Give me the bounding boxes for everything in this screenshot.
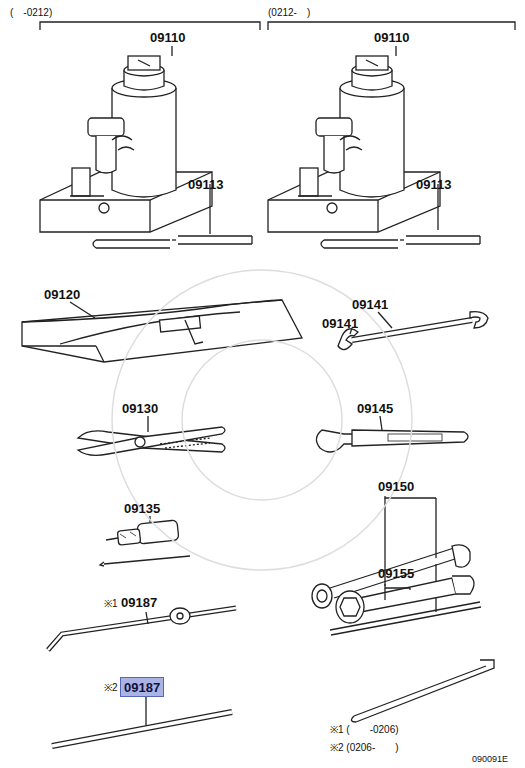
part-number: 09110 (374, 30, 409, 45)
note-text: (0212- ) (268, 5, 310, 20)
part-number: 09141 (322, 316, 358, 331)
part-number: 09135 (124, 501, 160, 516)
part-number: 09113 (416, 177, 451, 192)
note-text: ※1 ( -0206) (330, 722, 399, 737)
note-text: ※2 (104, 680, 118, 695)
part-number: 09110 (150, 30, 185, 45)
part-number: 09120 (44, 287, 80, 302)
part-number: 09113 (188, 177, 223, 192)
figure-code: 090091E (472, 752, 508, 767)
part-number: 09155 (378, 566, 414, 581)
part-number: 09187 (121, 595, 157, 610)
part-number: 09145 (357, 401, 393, 416)
part-number: 09141 (352, 297, 388, 312)
part-number: 09130 (122, 401, 158, 416)
part-number: 09187 (124, 680, 160, 695)
part-number: 09150 (378, 479, 414, 494)
note-text: ( -0212) (10, 5, 52, 20)
note-text: ※2 (0206- ) (330, 740, 399, 755)
note-text: ※1 (104, 596, 118, 611)
highlight-box: 09187 (120, 677, 164, 697)
